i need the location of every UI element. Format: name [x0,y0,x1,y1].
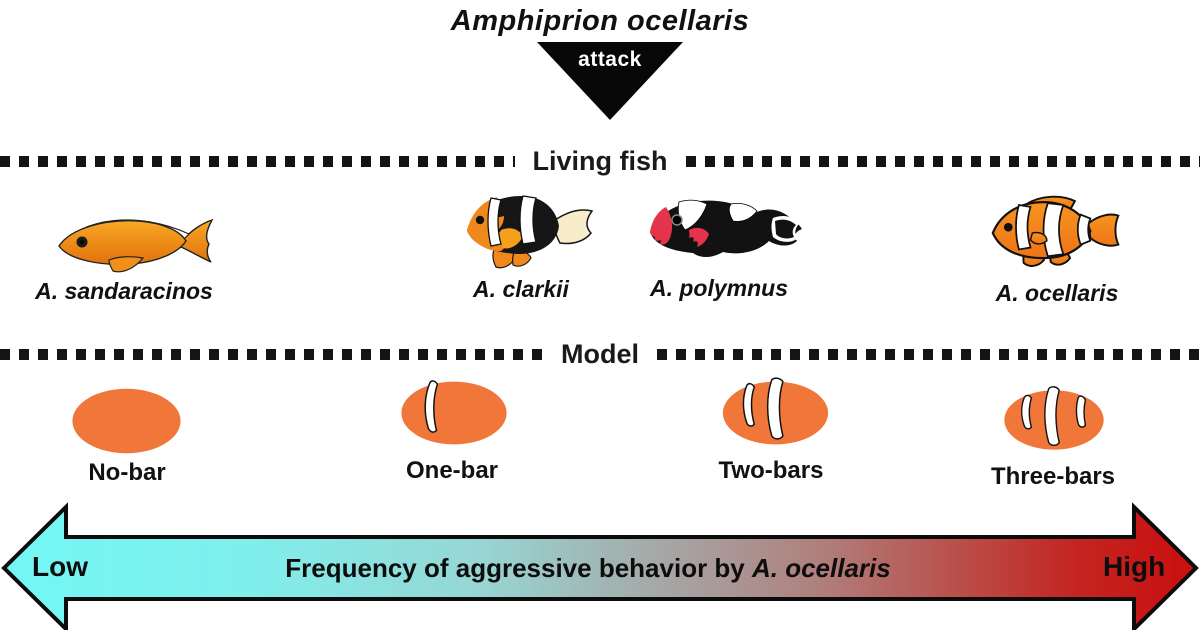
fish-a-sandaracinos-illustration [58,218,214,273]
model-no-bar-illustration [72,388,181,454]
label-no-bar: No-bar [88,459,166,486]
axis-caption: Frequency of aggressive behavior by A. o… [0,553,1176,584]
attack-arrow-icon [537,42,683,120]
attack-label: attack [578,48,642,71]
axis-caption-text: Frequency of aggressive behavior by [285,553,752,583]
model-divider-label: Model [561,338,639,369]
label-a-polymnus: A. polymnus [649,275,789,301]
fish-a-clarkii-illustration [467,195,594,269]
label-one-bar: One-bar [405,457,499,484]
fish-a-polymnus-illustration [650,199,802,258]
model-three-bars-illustration [1004,386,1104,450]
label-three-bars: Three-bars [990,463,1116,490]
attacker-species-title: Amphiprion ocellaris [450,5,750,37]
dotted-line [657,348,1200,360]
axis-low-label: Low [32,551,88,582]
living-fish-divider-label: Living fish [532,145,668,176]
model-divider: Model [0,339,1200,369]
dotted-line [0,155,515,167]
axis-high-label: High [1103,551,1166,582]
dotted-line [0,348,543,360]
dotted-line [685,155,1200,167]
label-a-sandaracinos: A. sandaracinos [35,278,213,304]
label-two-bars: Two-bars [718,457,824,484]
model-two-bars-illustration [722,377,829,445]
fish-eye [671,214,683,226]
axis-caption-species: A. ocellaris [751,553,891,583]
fish-eye [475,215,485,225]
fish-eye [1003,222,1013,232]
living-fish-divider: Living fish [0,146,1200,176]
model-one-bar-illustration [401,380,507,445]
fish-a-ocellaris-illustration [991,195,1120,267]
aggression-gradient-arrow [1,502,1199,630]
label-a-clarkii: A. clarkii [473,276,569,302]
label-a-ocellaris: A. ocellaris [995,280,1119,306]
